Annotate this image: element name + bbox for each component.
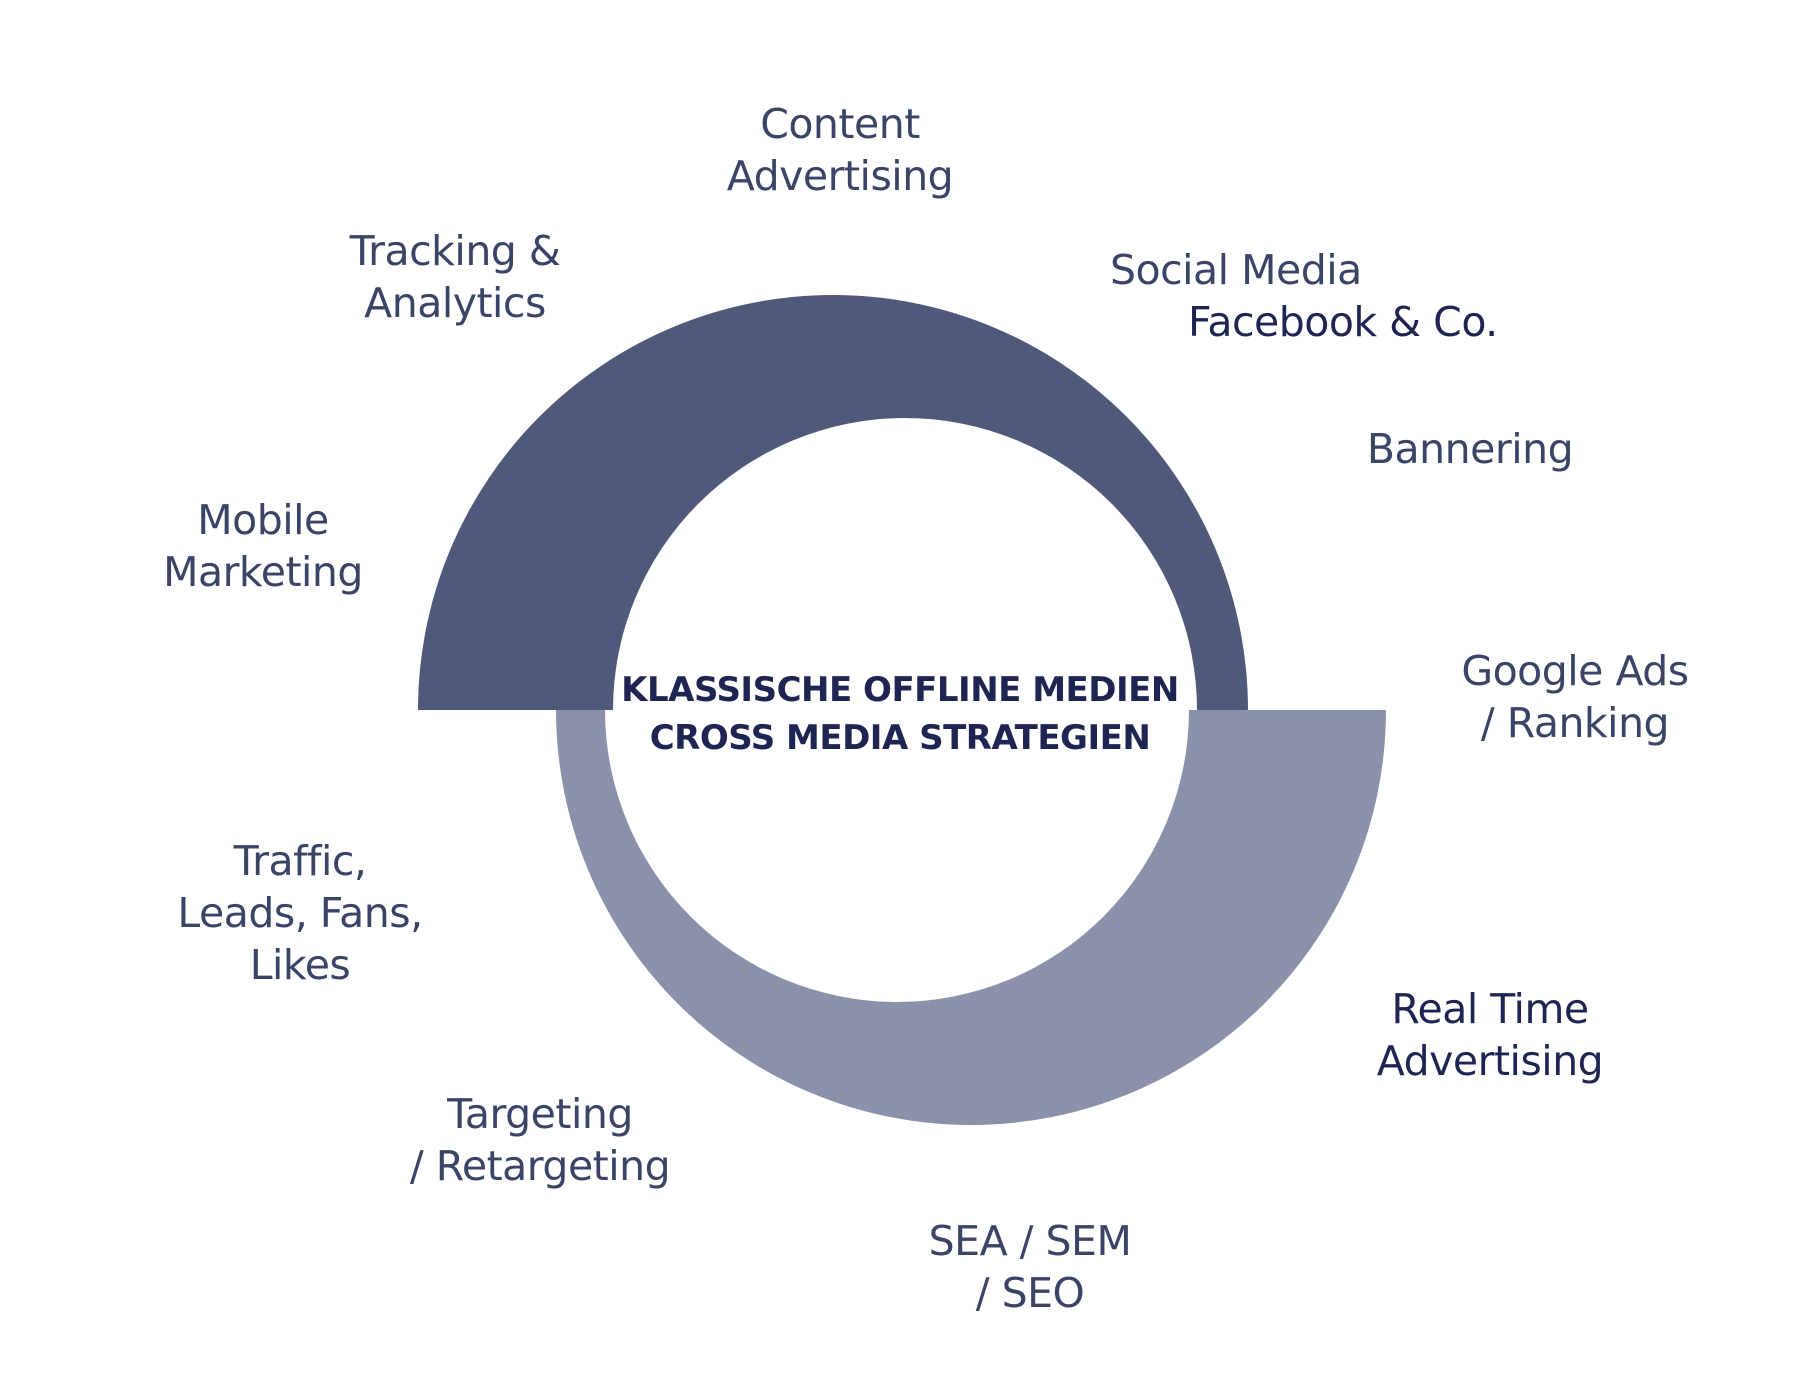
- label-bannering: Bannering: [1350, 423, 1590, 475]
- label-line: Advertising: [726, 152, 954, 200]
- label-line: Advertising: [1376, 1037, 1604, 1085]
- label-line: Social Media: [1110, 246, 1362, 294]
- label-sea-sem-seo: SEA / SEM / SEO: [910, 1215, 1150, 1319]
- label-targeting: Targeting / Retargeting: [405, 1088, 675, 1192]
- label-line: Facebook & Co.: [1188, 298, 1498, 346]
- label-line: Likes: [249, 941, 351, 989]
- label-line: Analytics: [364, 279, 546, 327]
- label-line: Leads, Fans,: [177, 889, 423, 937]
- label-social-media: Social Media Facebook & Co.: [1110, 244, 1510, 348]
- label-line: SEA / SEM: [928, 1217, 1132, 1265]
- label-line: / Ranking: [1480, 699, 1670, 747]
- label-line: Marketing: [163, 548, 363, 596]
- label-line: Traffic,: [233, 837, 367, 885]
- label-line: / SEO: [975, 1269, 1085, 1317]
- center-title-line1: KLASSISCHE OFFLINE MEDIEN: [621, 670, 1179, 710]
- label-line: Tracking &: [349, 227, 561, 275]
- center-title: KLASSISCHE OFFLINE MEDIEN CROSS MEDIA ST…: [600, 666, 1200, 762]
- label-google-ads: Google Ads / Ranking: [1450, 645, 1700, 749]
- center-title-line2: CROSS MEDIA STRATEGIEN: [649, 718, 1151, 758]
- label-tracking-analytics: Tracking & Analytics: [335, 225, 575, 329]
- upper-arc: [418, 295, 1248, 710]
- label-line: Real Time: [1391, 985, 1589, 1033]
- label-real-time-advertising: Real Time Advertising: [1360, 983, 1620, 1087]
- label-line: Bannering: [1366, 425, 1574, 473]
- label-line: Google Ads: [1461, 647, 1689, 695]
- label-traffic-leads: Traffic, Leads, Fans, Likes: [170, 835, 430, 991]
- label-line: Targeting: [447, 1090, 633, 1138]
- label-line: Mobile: [197, 496, 329, 544]
- lower-arc: [556, 710, 1386, 1125]
- label-mobile-marketing: Mobile Marketing: [143, 494, 383, 598]
- label-content-advertising: Content Advertising: [720, 98, 960, 202]
- label-line: / Retargeting: [409, 1142, 671, 1190]
- label-line: Content: [760, 100, 920, 148]
